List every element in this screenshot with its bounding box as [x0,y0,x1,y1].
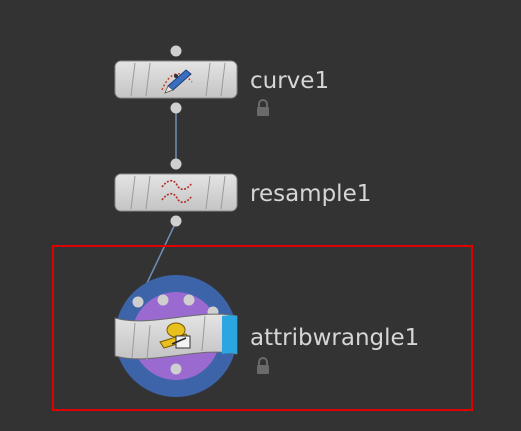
lock-icon[interactable] [255,357,271,375]
input-connector-1[interactable] [132,296,144,308]
output-connector[interactable] [170,363,182,375]
resample-wave-icon [161,179,193,204]
input-connector[interactable] [170,45,182,57]
display-flag[interactable] [222,315,237,354]
output-connector[interactable] [170,102,182,114]
input-connector-2[interactable] [157,294,169,306]
curve-pen-icon [161,69,193,94]
input-connector-3[interactable] [183,294,195,306]
selection-box [52,245,473,411]
node-body-stripes [131,315,206,361]
node-label-resample1[interactable]: resample1 [250,181,372,207]
node-resample1[interactable] [114,158,238,227]
node-curve1[interactable] [114,45,238,114]
input-connector[interactable] [170,158,182,170]
node-label-curve1[interactable]: curve1 [250,68,330,94]
node-label-attribwrangle1[interactable]: attribwrangle1 [250,325,420,351]
node-attribwrangle1[interactable] [114,275,238,397]
output-connector[interactable] [170,215,182,227]
wrangle-vex-icon [159,322,191,349]
node-body-stripes [130,62,226,97]
lock-icon[interactable] [255,99,271,117]
node-body-stripes [130,175,226,210]
